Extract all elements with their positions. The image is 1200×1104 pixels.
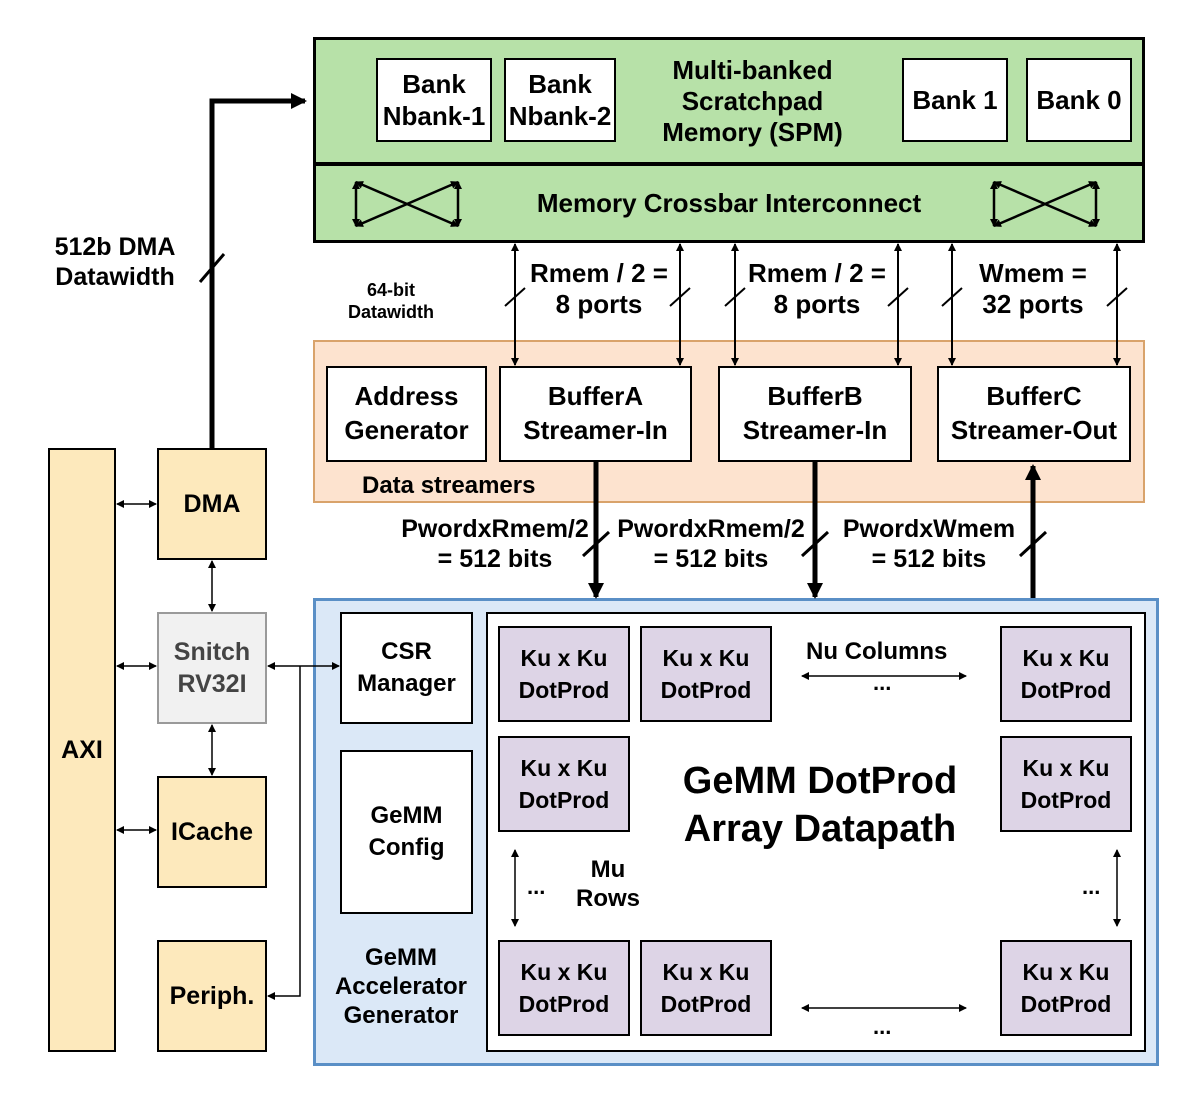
ports-c-label: Wmem = 32 ports (979, 258, 1087, 320)
address-generator: Address Generator (326, 366, 487, 462)
dotprod-cell-line2: DotProd (1020, 991, 1112, 1017)
datawidth-64-label: 64-bit Datawidth (347, 280, 434, 322)
bufferb-streamer-in: BufferB Streamer-In (718, 366, 912, 462)
dotprod-cell-line1: Ku x Ku (520, 754, 608, 781)
bank-1: Bank 1 (902, 58, 1008, 142)
dotprod-cell: Ku x Ku DotProd (1000, 736, 1132, 832)
data-streamers-label: Data streamers (362, 472, 536, 499)
bank-1-label: Bank 1 (912, 84, 998, 115)
port-slashes (504, 287, 1128, 307)
dotprod-cell-line1: Ku x Ku (1022, 644, 1110, 671)
snitch-core: Snitch RV32I (157, 612, 267, 724)
periph-label: Periph. (169, 981, 255, 1010)
gemm-config: GeMM Config (340, 750, 473, 914)
bufferc-streamer-out: BufferC Streamer-Out (937, 366, 1131, 462)
dotprod-cell: Ku x Ku DotProd (1000, 626, 1132, 722)
ellipsis-rows-right: ... (1082, 874, 1101, 899)
dotprod-cell-line1: Ku x Ku (662, 644, 750, 671)
bank-nbank-1-label: Bank Nbank-1 (382, 68, 486, 132)
width-b-label: PwordxRmem/2 = 512 bits (617, 515, 805, 573)
periph-block: Periph. (157, 940, 267, 1052)
bank-0: Bank 0 (1026, 58, 1132, 142)
dotprod-cell-line2: DotProd (518, 677, 610, 703)
bank-0-label: Bank 0 (1036, 84, 1122, 115)
axi-bus: AXI (48, 448, 116, 1052)
width-slashes (581, 530, 1048, 558)
ports-b-label: Rmem / 2 = 8 ports (747, 258, 886, 320)
dma-width-slash (198, 253, 226, 283)
dotprod-cell: Ku x Ku DotProd (498, 736, 630, 832)
axi-label: AXI (61, 735, 103, 764)
dotprod-cell-line1: Ku x Ku (662, 958, 750, 985)
array-title: GeMM DotProd Array Datapath (682, 760, 958, 850)
dma-label: DMA (183, 489, 241, 518)
dotprod-cell-line2: DotProd (660, 677, 752, 703)
ellipsis-rows-left: ... (527, 874, 546, 899)
bank-nbank-2-label: Bank Nbank-2 (508, 68, 612, 132)
buffera-streamer-in: BufferA Streamer-In (499, 366, 692, 462)
dotprod-cell: Ku x Ku DotProd (498, 940, 630, 1036)
dotprod-cell: Ku x Ku DotProd (1000, 940, 1132, 1036)
gemm-config-label: GeMM Config (368, 801, 445, 861)
spm-title: Multi-banked Scratchpad Memory (SPM) (662, 55, 843, 148)
csr-manager: CSR Manager (340, 612, 473, 724)
dotprod-cell-line2: DotProd (518, 787, 610, 813)
rows-label: Mu Rows (575, 856, 640, 912)
dotprod-cell-line1: Ku x Ku (1022, 958, 1110, 985)
dotprod-cell: Ku x Ku DotProd (498, 626, 630, 722)
array-arrows (511, 672, 1121, 1012)
width-a-label: PwordxRmem/2 = 512 bits (401, 515, 589, 573)
dma-block: DMA (157, 448, 267, 560)
ellipsis-bottom: ... (873, 1014, 892, 1039)
dotprod-cell-line2: DotProd (518, 991, 610, 1017)
crossbar-icon-right (990, 180, 1100, 228)
snitch-label: Snitch RV32I (173, 637, 251, 699)
gemm-accelerator-generator-label: GeMM Accelerator Generator (334, 944, 468, 1029)
dotprod-cell-line1: Ku x Ku (1022, 754, 1110, 781)
icache-label: ICache (171, 817, 253, 846)
dotprod-cell-line1: Ku x Ku (520, 958, 608, 985)
buffera-streamer-in-label: BufferA Streamer-In (523, 381, 668, 445)
ports-a-label: Rmem / 2 = 8 ports (529, 258, 668, 320)
columns-label: Nu Columns (806, 638, 948, 665)
icache-block: ICache (157, 776, 267, 888)
bank-nbank-2: Bank Nbank-2 (504, 58, 616, 142)
dotprod-cell-line2: DotProd (1020, 787, 1112, 813)
dma-to-spm-wire (209, 93, 307, 448)
left-connections (116, 500, 340, 1000)
crossbar-icon-left (352, 180, 462, 228)
bank-nbank-1: Bank Nbank-1 (376, 58, 492, 142)
crossbar-label: Memory Crossbar Interconnect (536, 187, 922, 218)
address-generator-label: Address Generator (344, 381, 469, 445)
dotprod-cell: Ku x Ku DotProd (640, 940, 772, 1036)
dotprod-cell-line1: Ku x Ku (520, 644, 608, 671)
bufferc-streamer-out-label: BufferC Streamer-Out (950, 381, 1118, 445)
dotprod-cell-line2: DotProd (660, 991, 752, 1017)
dotprod-cell-line2: DotProd (1020, 677, 1112, 703)
dma-datawidth-label: 512b DMA Datawidth (54, 233, 176, 291)
dotprod-cell: Ku x Ku DotProd (640, 626, 772, 722)
csr-manager-label: CSR Manager (357, 637, 456, 697)
width-c-label: PwordxWmem = 512 bits (842, 515, 1016, 573)
bufferb-streamer-in-label: BufferB Streamer-In (742, 381, 888, 445)
port-arrows (511, 243, 1121, 366)
